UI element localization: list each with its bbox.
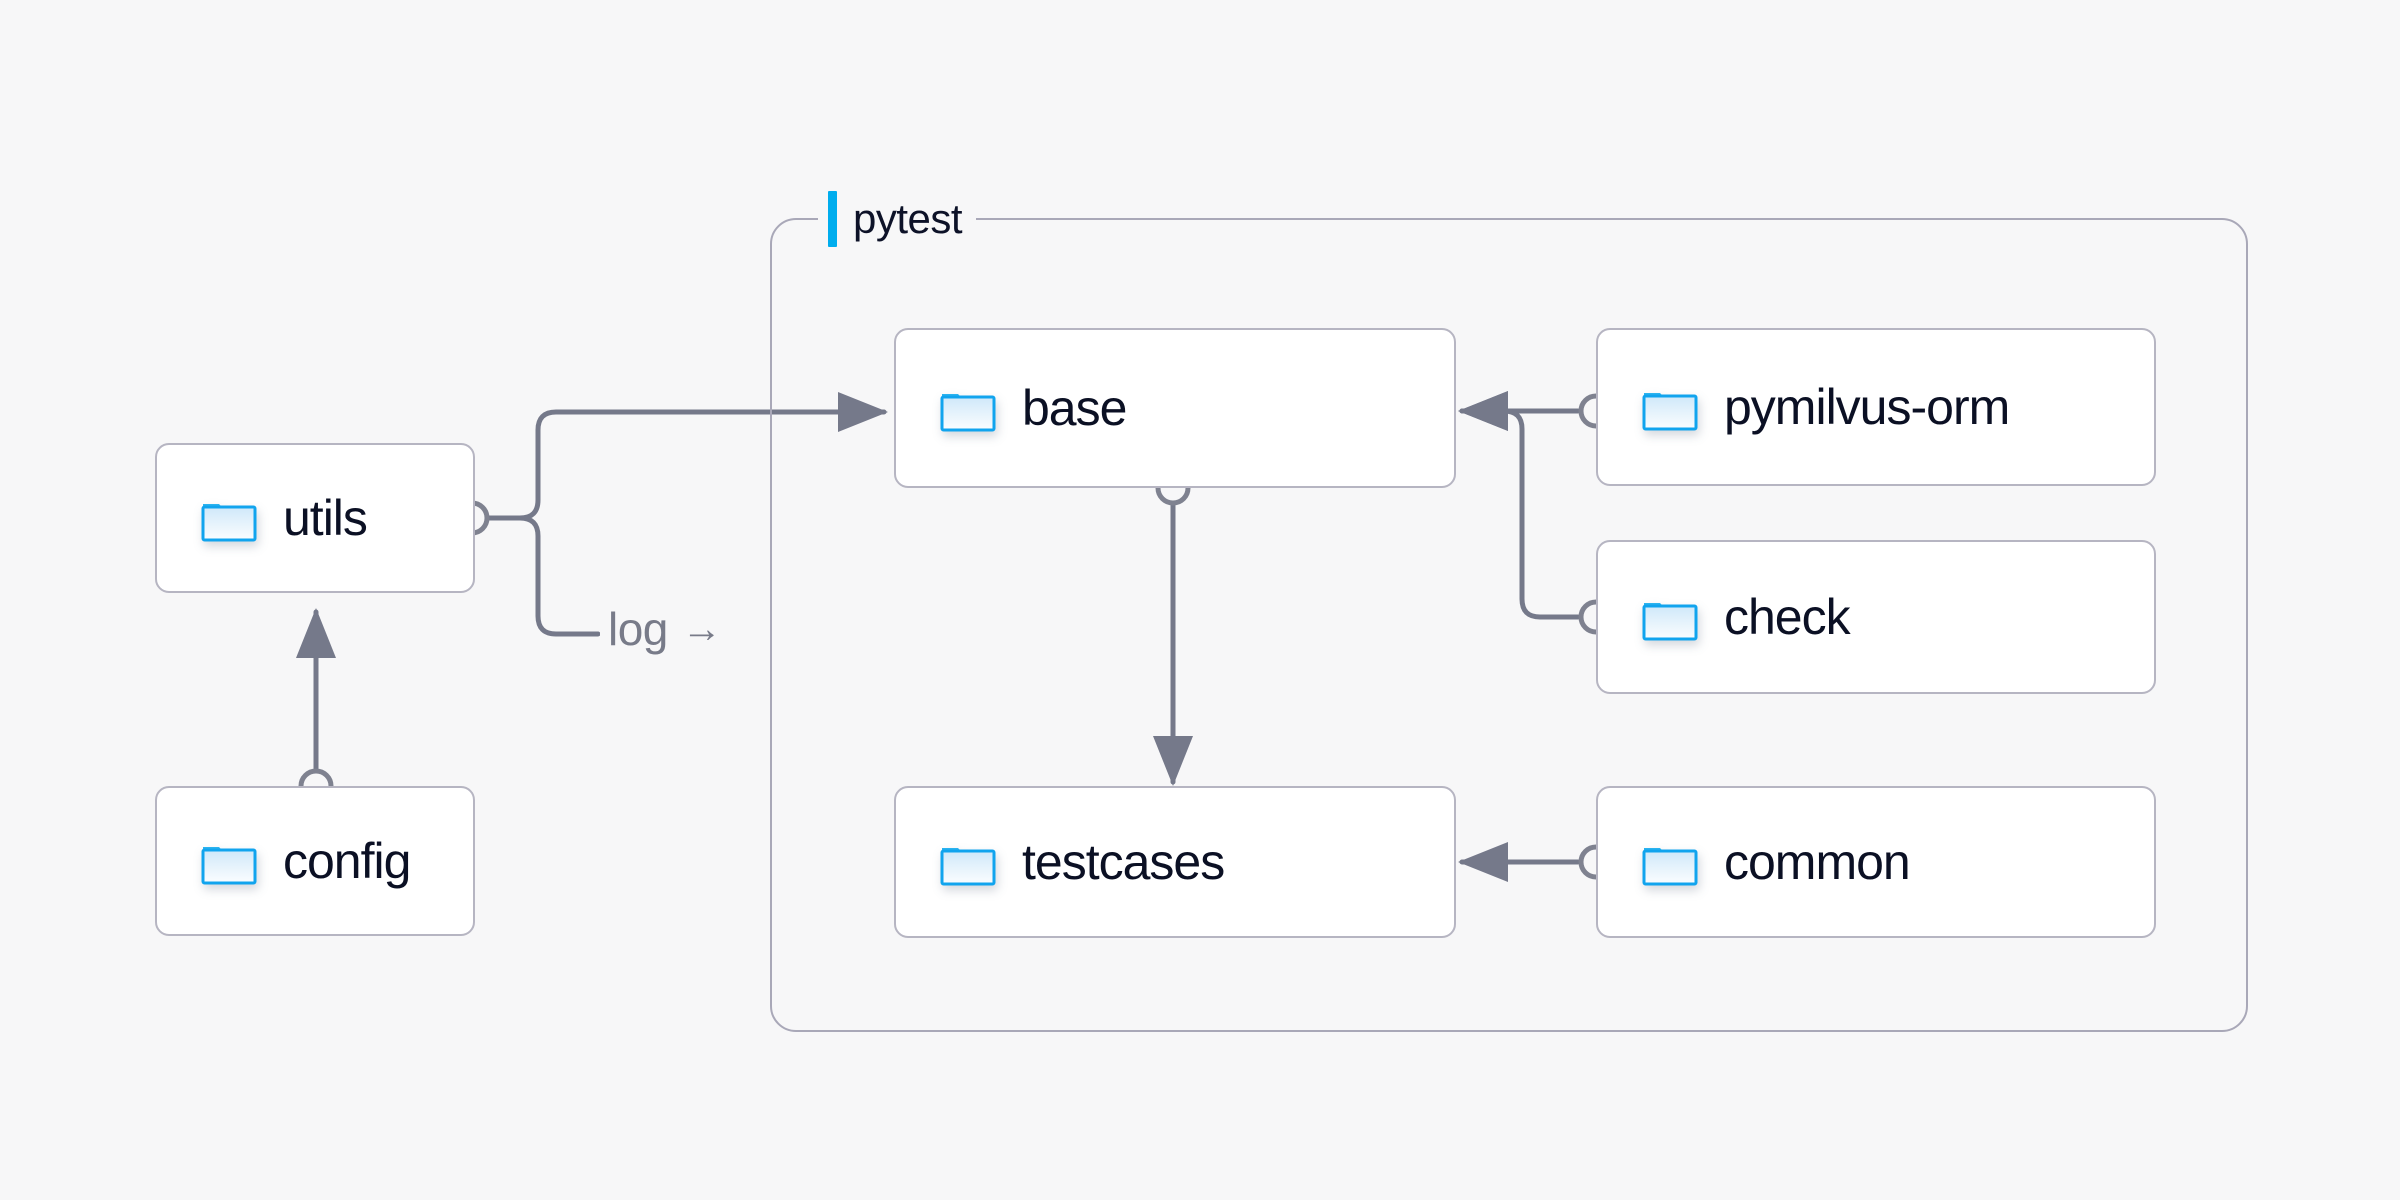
folder-icon [201, 504, 257, 542]
node-testcases-content: testcases [896, 834, 1225, 890]
node-utils-content: utils [157, 490, 368, 546]
node-pymilvus-orm-content: pymilvus-orm [1598, 379, 2010, 435]
node-pymilvus-orm[interactable]: pymilvus-orm [1596, 328, 2156, 486]
node-testcases-label: testcases [1022, 834, 1225, 890]
node-base-label: base [1022, 380, 1127, 436]
node-config-label: config [283, 833, 411, 889]
folder-icon [1642, 848, 1698, 886]
folder-icon [1642, 393, 1698, 431]
node-pymilvus-orm-label: pymilvus-orm [1724, 379, 2010, 435]
edge-label-log: log → [600, 606, 730, 652]
group-accent-bar [828, 191, 837, 247]
group-pytest-label: pytest [818, 190, 977, 248]
group-label-text: pytest [853, 195, 963, 242]
folder-icon [1642, 603, 1698, 641]
folder-icon [940, 848, 996, 886]
edge-label-log-text: log [608, 603, 668, 655]
node-testcases[interactable]: testcases [894, 786, 1456, 938]
folder-icon [201, 847, 257, 885]
node-common-label: common [1724, 834, 1911, 890]
node-utils-label: utils [283, 490, 368, 546]
node-common-content: common [1598, 834, 1911, 890]
group-pytest-box [770, 218, 2248, 1032]
node-check-label: check [1724, 589, 1851, 645]
node-utils[interactable]: utils [155, 443, 475, 593]
node-common[interactable]: common [1596, 786, 2156, 938]
edge-utils-log [479, 515, 601, 637]
node-config[interactable]: config [155, 786, 475, 936]
arrow-right-icon: → [681, 607, 722, 651]
folder-icon [940, 394, 996, 432]
node-base[interactable]: base [894, 328, 1456, 488]
node-config-content: config [157, 833, 411, 889]
node-check-content: check [1598, 589, 1851, 645]
node-check[interactable]: check [1596, 540, 2156, 694]
node-base-content: base [896, 380, 1127, 436]
